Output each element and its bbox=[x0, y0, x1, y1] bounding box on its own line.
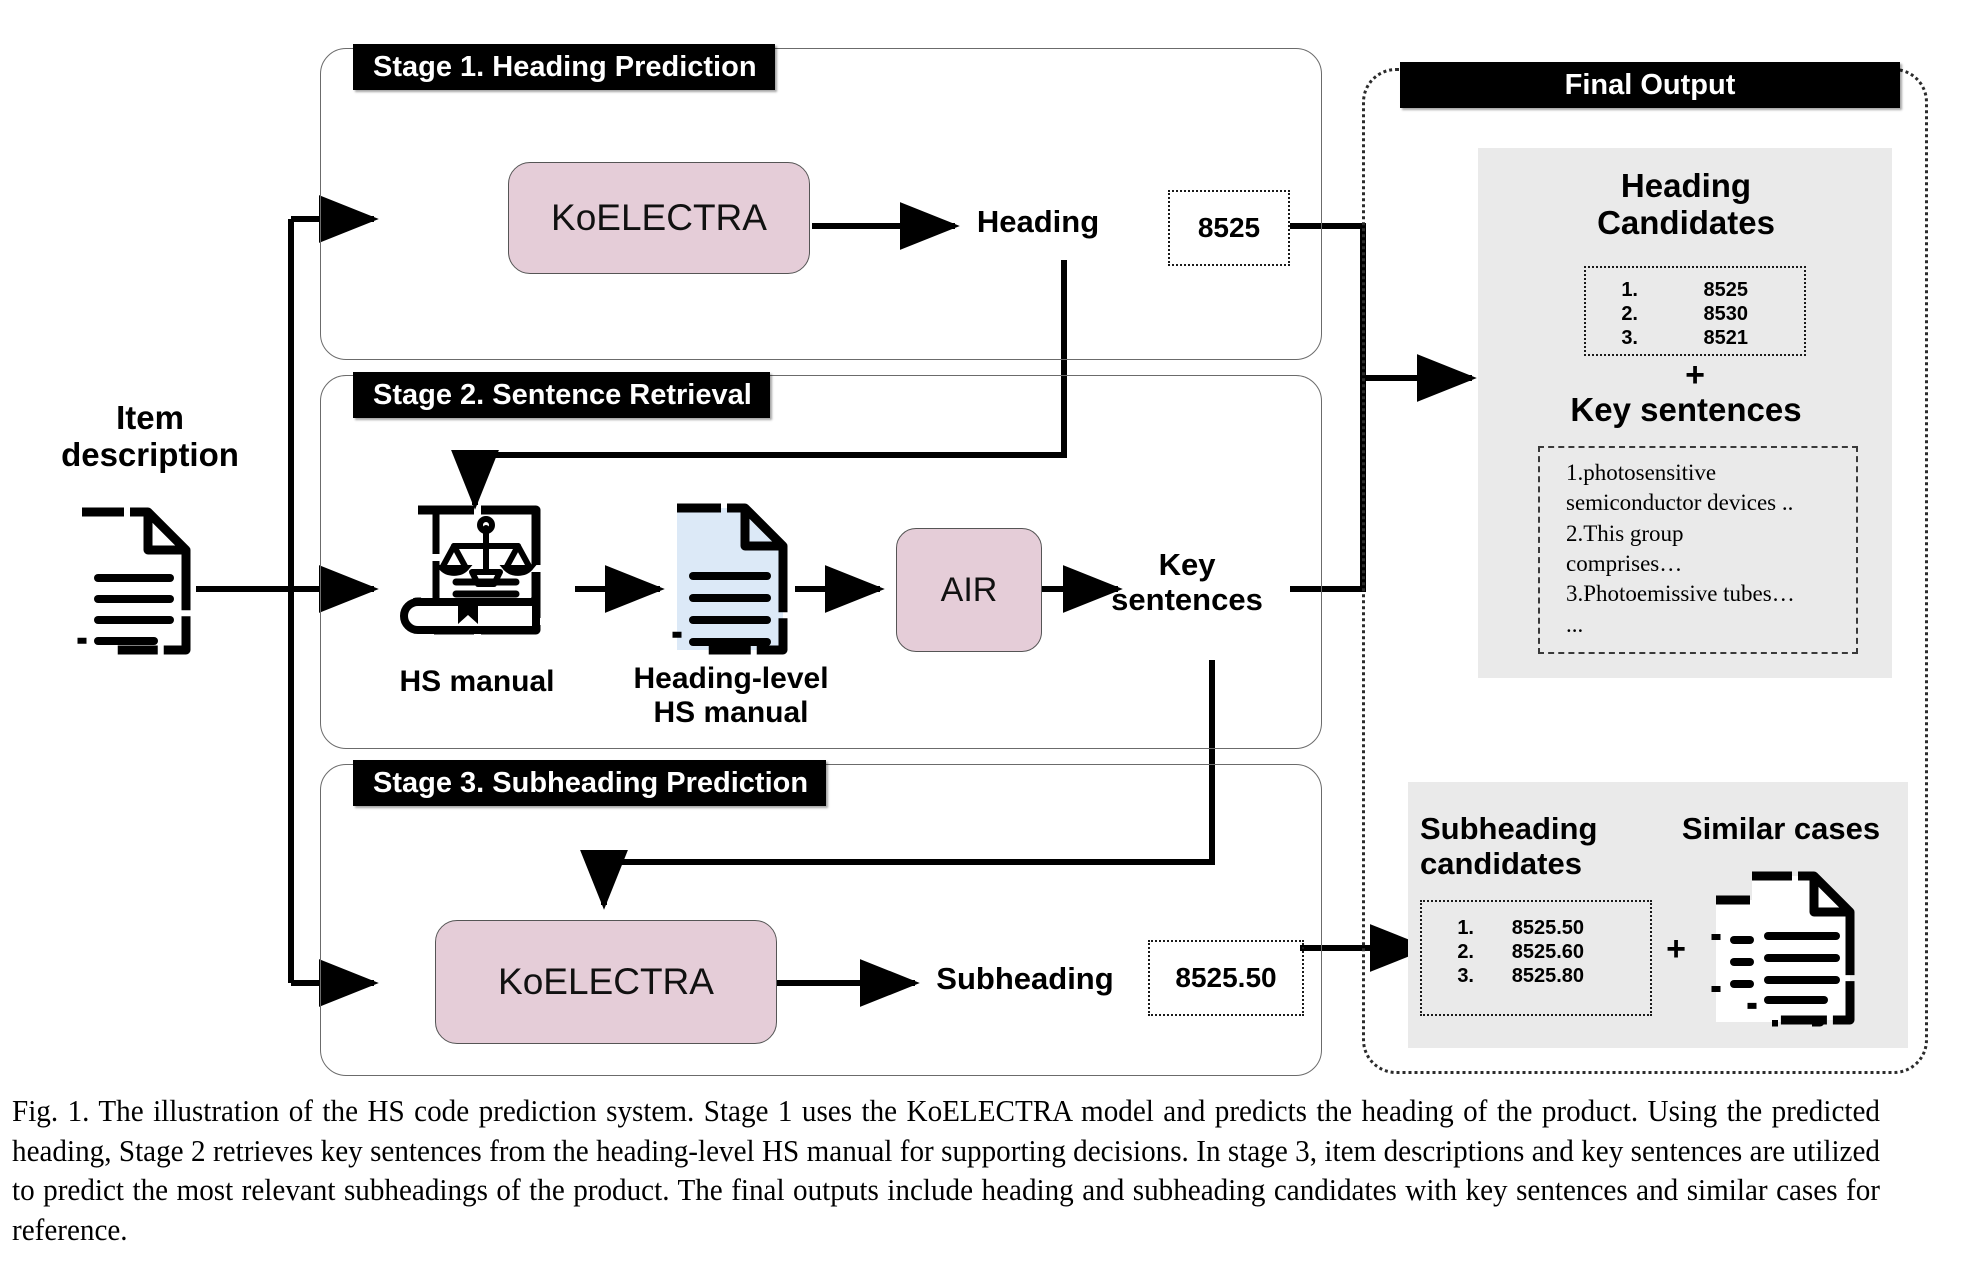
subheading-candidates-title: Subheading candidates bbox=[1420, 811, 1646, 881]
subheading-candidates-list: 1. 8525.50 2. 8525.60 3. 8525.80 bbox=[1420, 900, 1652, 1016]
candidate-index: 1. bbox=[1457, 917, 1474, 939]
key-sentences-title: Key sentences bbox=[1570, 391, 1802, 428]
heading-card-plus: + bbox=[1685, 356, 1705, 394]
document-icon bbox=[77, 507, 191, 655]
list-item: 2. 8530 bbox=[1586, 302, 1804, 326]
stage-3-output-label: Subheading bbox=[936, 961, 1114, 996]
input-label-line1: Item bbox=[116, 399, 184, 436]
candidate-index: 3. bbox=[1457, 965, 1474, 987]
stage-2-output-label-line1: Key bbox=[1158, 547, 1216, 582]
heading-candidates-list: 1. 8525 2. 8530 3. 8521 bbox=[1584, 266, 1806, 356]
list-item: 1. 8525 bbox=[1586, 278, 1804, 302]
key-sentence-line: semiconductor devices .. bbox=[1566, 490, 1794, 516]
list-item: 2. 8525.60 bbox=[1422, 940, 1650, 964]
book-scales-icon bbox=[399, 505, 541, 635]
stage-3-output-value: 8525.50 bbox=[1148, 940, 1304, 1016]
stage-2-filtered-label: Heading-level HS manual bbox=[600, 662, 862, 729]
stage-2-filtered-label-line2: HS manual bbox=[653, 695, 809, 729]
candidate-value: 8525 bbox=[1703, 279, 1749, 301]
figure-caption: Fig. 1. The illustration of the HS code … bbox=[12, 1092, 1880, 1251]
stage-2-title: Stage 2. Sentence Retrieval bbox=[353, 372, 770, 418]
subheading-card-plus: + bbox=[1666, 930, 1686, 968]
candidate-value: 8521 bbox=[1703, 327, 1749, 349]
list-item: 3. 8525.80 bbox=[1422, 964, 1650, 988]
stage-2-source-label: HS manual bbox=[399, 665, 555, 698]
key-sentences-box: 1.photosensitive semiconductor devices .… bbox=[1538, 446, 1858, 654]
stage-1-model-koelectra[interactable]: KoELECTRA bbox=[508, 162, 810, 274]
key-sentence-line: 3.Photoemissive tubes… bbox=[1566, 581, 1795, 607]
candidate-value: 8525.50 bbox=[1511, 917, 1584, 939]
final-output-title: Final Output bbox=[1400, 62, 1900, 108]
stage-2-output-label-line2: sentences bbox=[1111, 581, 1263, 617]
documents-stack-icon bbox=[1711, 871, 1855, 1027]
stage-3-model-koelectra[interactable]: KoELECTRA bbox=[435, 920, 777, 1044]
subheading-candidates-title-line2: candidates bbox=[1420, 845, 1582, 881]
figure-diagram: Item description Stage 1. Heading Predic… bbox=[30, 44, 1928, 1076]
candidate-value: 8530 bbox=[1703, 303, 1749, 325]
candidate-index: 1. bbox=[1621, 279, 1638, 301]
document-blue-icon bbox=[672, 503, 788, 655]
subheading-candidates-title-line1: Subheading bbox=[1420, 811, 1598, 846]
stage-2-filtered-label-line1: Heading-level bbox=[633, 662, 829, 695]
list-item: 3. 8521 bbox=[1586, 326, 1804, 350]
stage-1-title: Stage 1. Heading Prediction bbox=[353, 44, 775, 90]
key-sentence-line: 2.This group bbox=[1566, 520, 1684, 546]
stage-1-panel bbox=[320, 48, 1322, 360]
key-sentence-line: comprises… bbox=[1566, 551, 1683, 577]
stage-2-model-air[interactable]: AIR bbox=[896, 528, 1042, 652]
stage-1-output-label: Heading bbox=[976, 204, 1100, 239]
heading-candidates-title-line2: Candidates bbox=[1597, 203, 1775, 241]
stage-3-title: Stage 3. Subheading Prediction bbox=[353, 760, 827, 806]
candidate-index: 2. bbox=[1457, 941, 1474, 963]
stage-2-output-label: Key sentences bbox=[1090, 547, 1284, 617]
input-label-line2: description bbox=[61, 435, 239, 473]
candidate-index: 2. bbox=[1621, 303, 1638, 325]
key-sentence-line: 1.photosensitive bbox=[1566, 460, 1717, 485]
stage-1-output-value: 8525 bbox=[1168, 190, 1290, 266]
heading-candidates-title-line1: Heading bbox=[1620, 167, 1752, 204]
figure-caption-text: Fig. 1. The illustration of the HS code … bbox=[12, 1094, 1880, 1247]
heading-candidates-card bbox=[1478, 148, 1892, 678]
candidate-index: 3. bbox=[1621, 327, 1638, 349]
key-sentence-line: ... bbox=[1566, 611, 1584, 637]
input-label: Item description bbox=[30, 399, 270, 474]
similar-cases-title: Similar cases bbox=[1681, 811, 1881, 846]
list-item: 1. 8525.50 bbox=[1422, 916, 1650, 940]
stage-2-panel bbox=[320, 375, 1322, 749]
candidate-value: 8525.60 bbox=[1511, 941, 1584, 963]
candidate-value: 8525.80 bbox=[1511, 965, 1584, 987]
heading-candidates-title: Heading Candidates bbox=[1490, 167, 1882, 242]
